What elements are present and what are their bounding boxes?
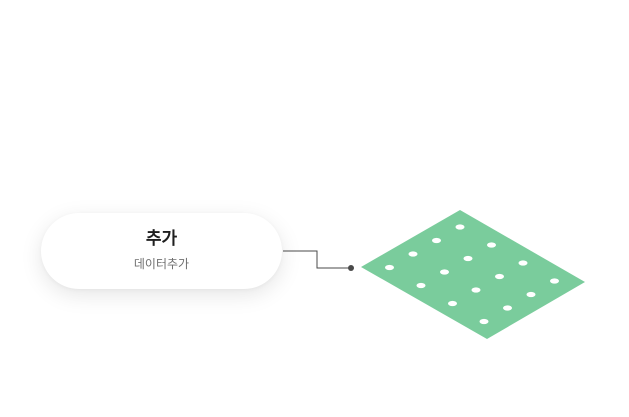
grid-dot — [440, 269, 449, 275]
label-card[interactable]: 추가 데이터추가 — [41, 213, 282, 289]
grid-dots — [385, 224, 559, 325]
grid-dot — [416, 282, 426, 289]
grid-dot — [526, 291, 536, 298]
grid-dot — [550, 278, 559, 284]
grid-dot — [455, 224, 465, 230]
connector-line — [283, 250, 351, 269]
isometric-dot-grid-icon — [361, 210, 585, 339]
grid-dot — [448, 300, 457, 307]
grid-dot — [408, 251, 418, 257]
grid-plane — [361, 210, 585, 339]
grid-dot — [385, 264, 394, 271]
label-title: 추가 — [145, 229, 178, 249]
grid-dot — [471, 287, 481, 293]
grid-dot — [495, 273, 504, 280]
grid-dot — [503, 305, 512, 311]
grid-dot — [479, 318, 489, 325]
grid-dot — [487, 242, 496, 248]
grid-dot — [518, 260, 528, 266]
label-subtitle: 데이터추가 — [133, 257, 190, 271]
grid-dot — [463, 255, 473, 262]
connector-dot-icon — [348, 265, 354, 271]
grid-dot — [432, 237, 441, 244]
